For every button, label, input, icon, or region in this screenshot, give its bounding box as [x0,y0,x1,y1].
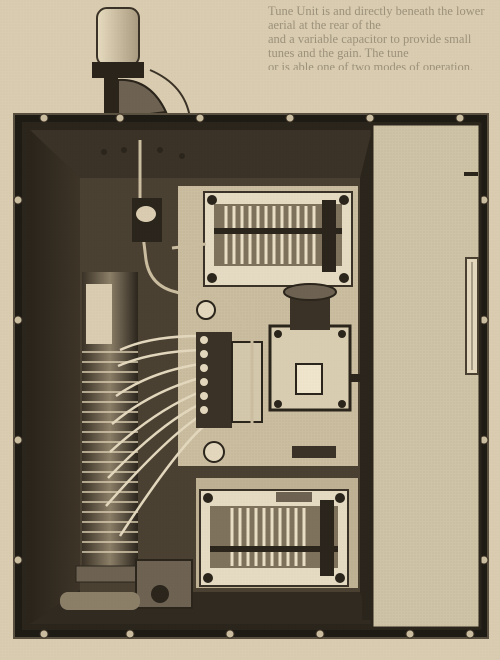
feedthrough-insulator [92,7,191,122]
tapped-inductor-coil [75,272,147,583]
lower-variable-capacitor [199,489,349,587]
hinged-door [362,122,482,630]
upper-variable-capacitor [203,191,353,287]
